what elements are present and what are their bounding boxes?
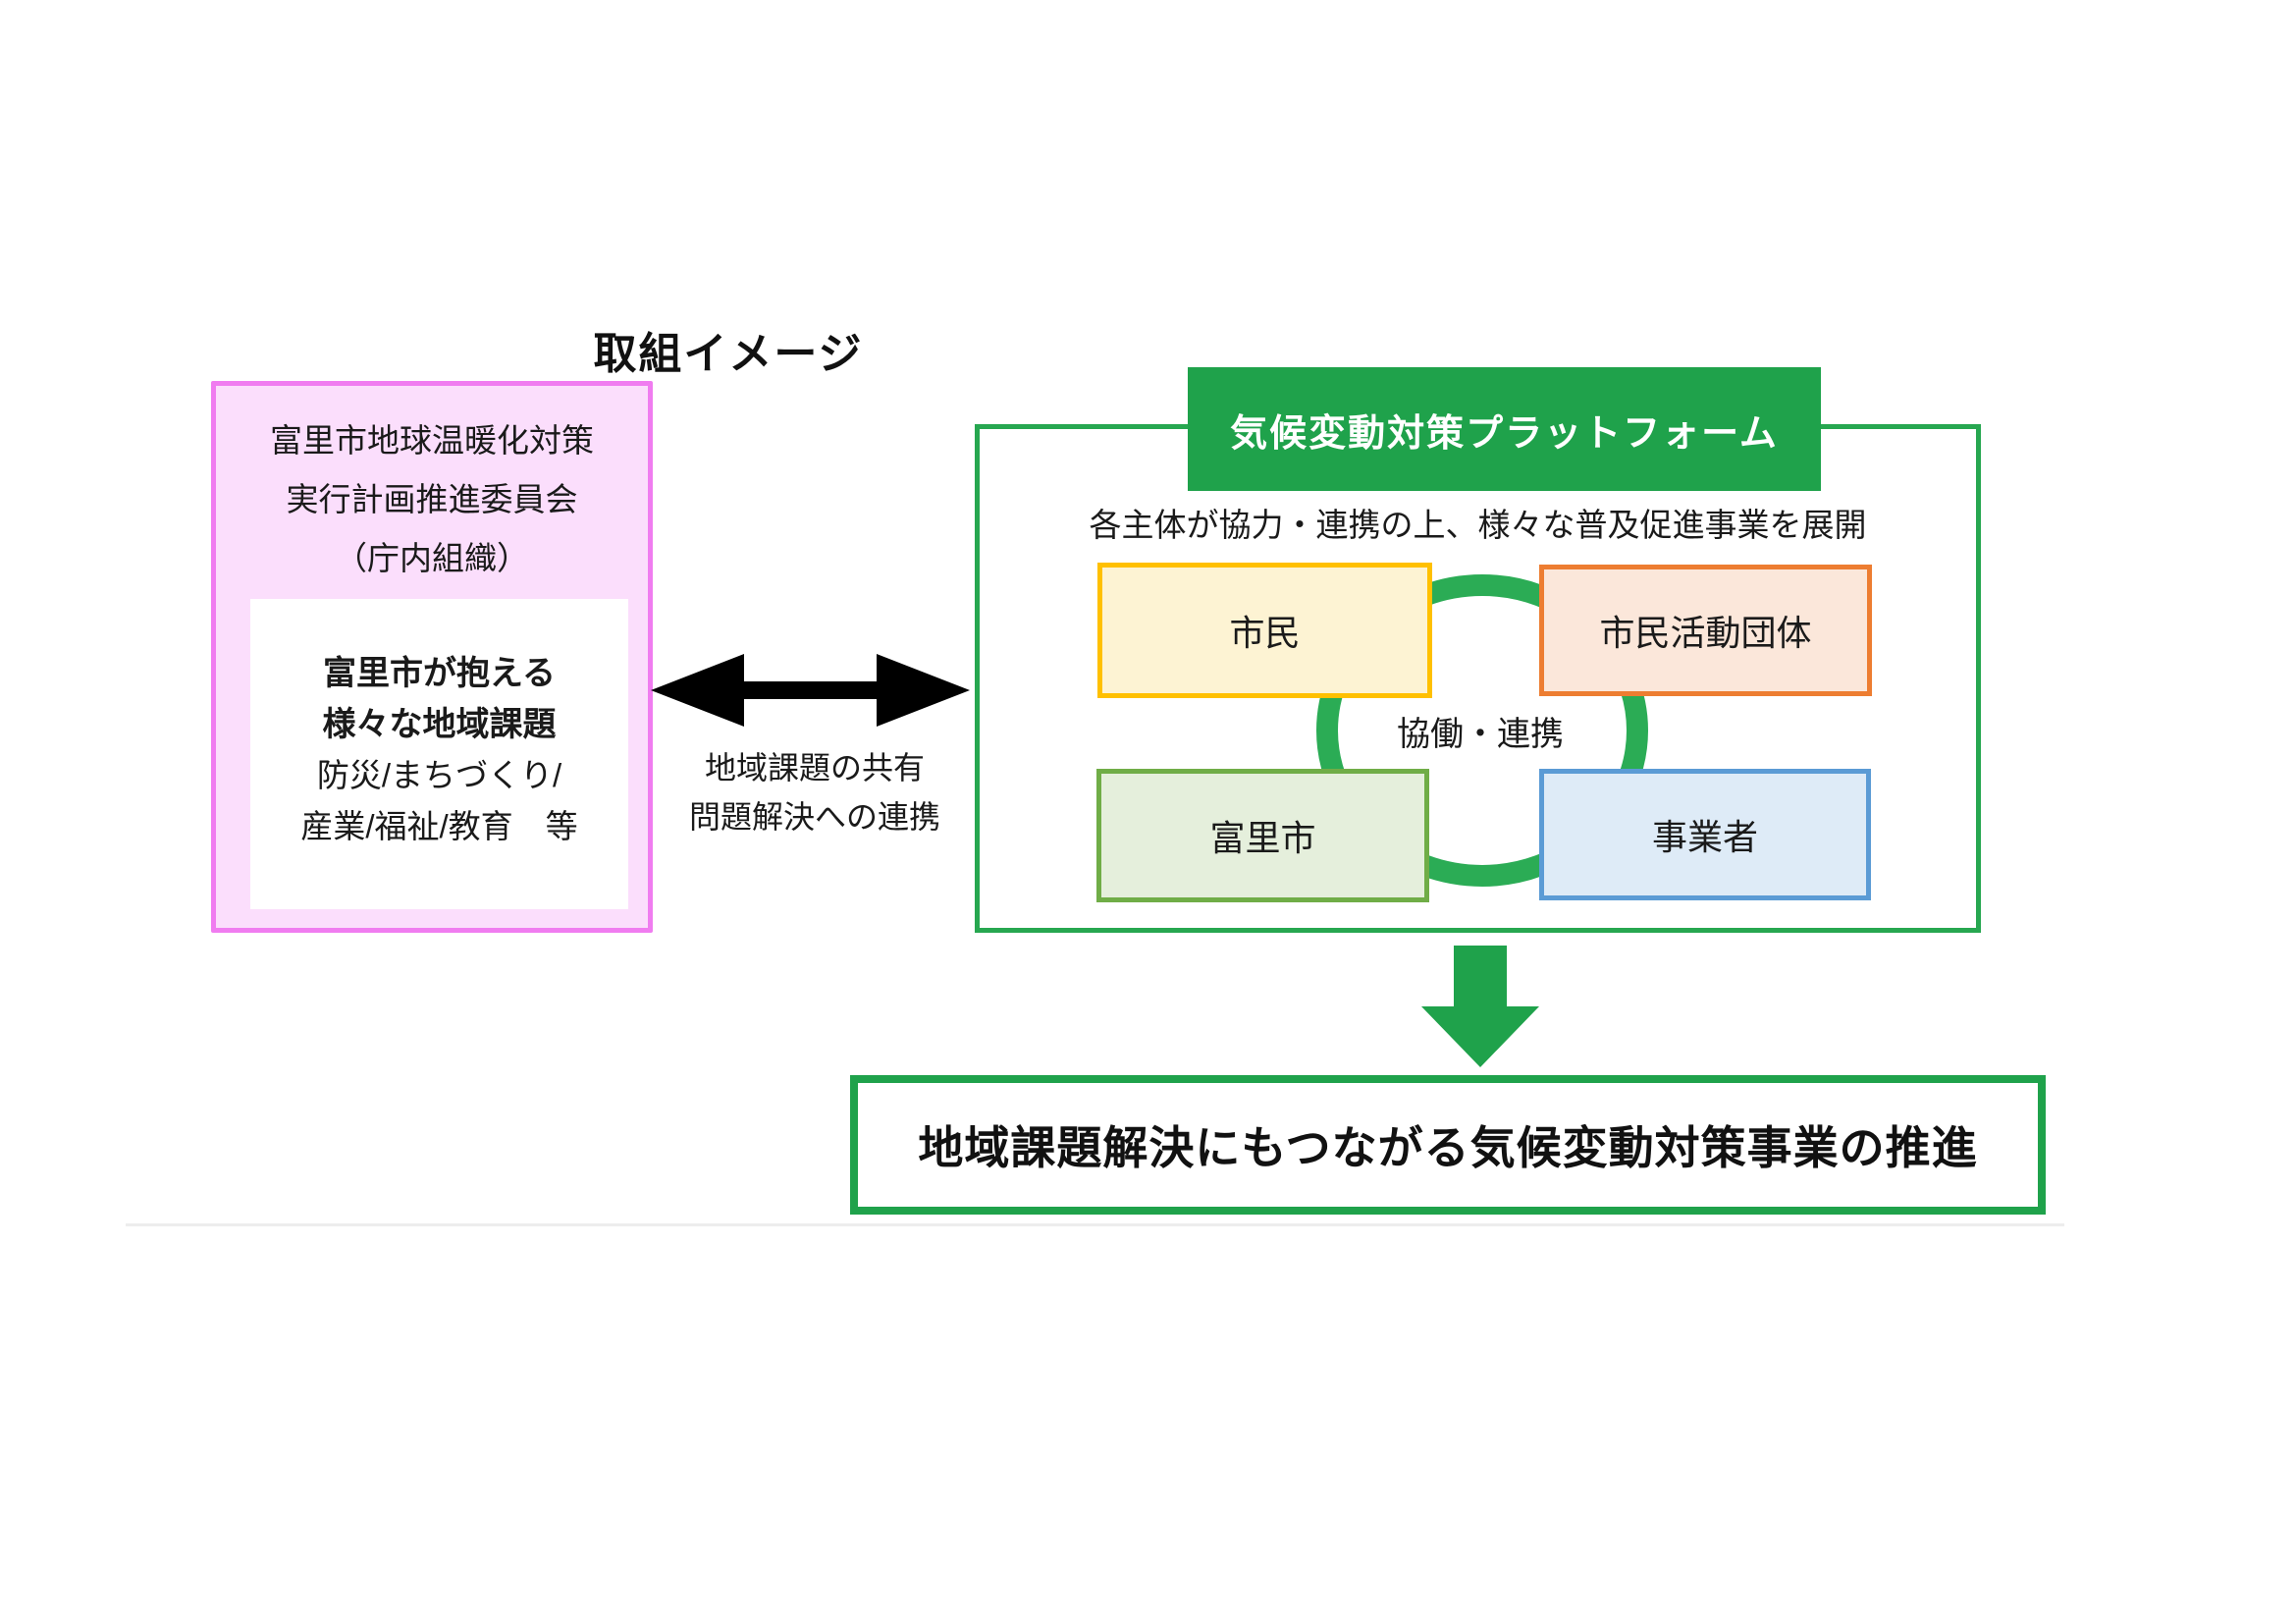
committee-name-line-3: （庁内組織） [335,540,529,576]
page-divider-line [126,1223,2064,1226]
down-arrow-icon [1421,946,1539,1067]
local-issues-list-line-2: 産業/福祉/教育 等 [300,808,578,844]
member-box-tomisato-city-label: 富里市 [1209,818,1316,858]
exchange-arrow-label-line-2: 問題解決への連携 [688,799,940,835]
member-box-tomisato-city: 富里市 [1096,769,1429,902]
member-box-citizens: 市民 [1097,563,1432,698]
platform-subtitle: 各主体が協力・連携の上、様々な普及促進事業を展開 [1089,507,1867,543]
result-box: 地域課題解決にもつながる気候変動対策事業の推進 [850,1075,2046,1215]
member-box-businesses-label: 事業者 [1651,817,1758,857]
platform-header-label: 気候変動対策プラットフォーム [1230,412,1779,455]
bidirectional-arrow-icon [651,654,970,727]
result-text: 地域課題解決にもつながる気候変動対策事業の推進 [918,1122,1978,1173]
collaboration-label: 協働・連携 [1397,716,1564,753]
local-issues-box: 富里市が抱える 様々な地域課題 防災/まちづくり/ 産業/福祉/教育 等 [250,599,628,909]
local-issues-heading-line-2: 様々な地域課題 [322,706,557,743]
member-box-citizen-groups-label: 市民活動団体 [1599,613,1812,653]
committee-name-line-1: 富里市地球温暖化対策 [270,422,594,459]
committee-box: 富里市地球温暖化対策 実行計画推進委員会 （庁内組織） 富里市が抱える 様々な地… [211,381,653,933]
local-issues-heading-line-1: 富里市が抱える [323,655,556,692]
local-issues-list-line-1: 防災/まちづくり/ [316,757,562,793]
member-box-businesses: 事業者 [1539,769,1871,900]
collaboration-ring [1316,574,1648,887]
member-box-citizen-groups: 市民活動団体 [1539,565,1872,696]
committee-name: 富里市地球温暖化対策 実行計画推進委員会 （庁内組織） [216,386,648,588]
exchange-arrow-label-line-1: 地域課題の共有 [704,750,925,785]
committee-name-line-2: 実行計画推進委員会 [286,481,578,517]
platform-header: 気候変動対策プラットフォーム [1188,367,1821,491]
member-box-citizens-label: 市民 [1229,613,1301,653]
diagram-title: 取組イメージ [593,330,864,378]
exchange-arrow-label: 地域課題の共有 問題解決への連携 [638,743,991,841]
